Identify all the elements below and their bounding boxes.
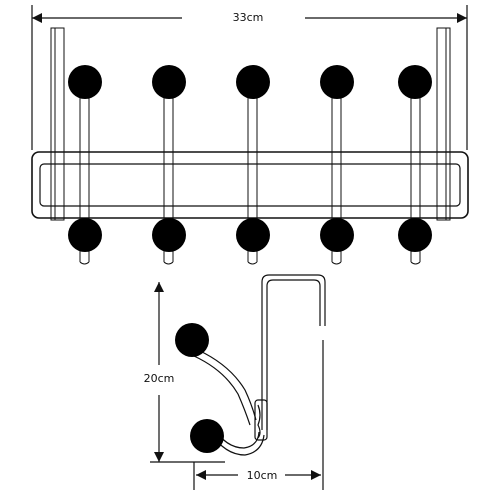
height-dimension: [150, 282, 225, 463]
bottom-knob: [320, 218, 354, 252]
top-knob: [68, 65, 102, 99]
door-bracket-left: [50, 27, 65, 221]
top-knob: [320, 65, 354, 99]
side-top-knob: [175, 323, 209, 357]
top-knob: [398, 65, 432, 99]
depth-arrow-left: [196, 470, 206, 480]
bottom-knob: [236, 218, 270, 252]
height-arrow-top: [154, 282, 164, 292]
bottom-knob: [398, 218, 432, 252]
side-bottom-knob: [190, 419, 224, 453]
width-arrow-left: [32, 13, 42, 23]
door-bracket-right: [436, 27, 451, 221]
bottom-knob: [68, 218, 102, 252]
width-label: 33cm: [233, 11, 264, 24]
height-label: 20cm: [144, 372, 175, 385]
depth-dimension: [193, 340, 324, 490]
height-arrow-bottom: [154, 452, 164, 462]
depth-label: 10cm: [247, 469, 278, 482]
width-dimension: [31, 5, 468, 150]
bottom-knobs: [68, 218, 432, 252]
top-knob: [236, 65, 270, 99]
top-knob: [152, 65, 186, 99]
top-knobs: [68, 65, 432, 99]
depth-arrow-right: [311, 470, 321, 480]
bottom-knob: [152, 218, 186, 252]
width-arrow-right: [457, 13, 467, 23]
mounting-rail: [31, 151, 469, 219]
